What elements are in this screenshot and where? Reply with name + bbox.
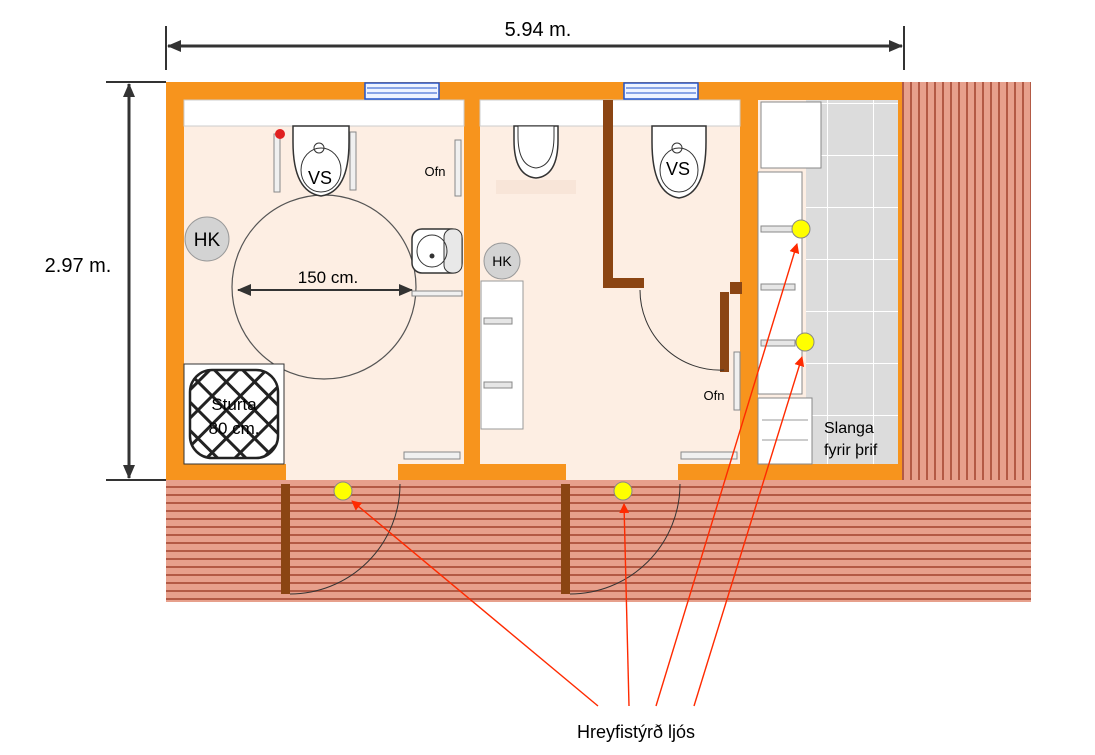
shelf-1: [760, 225, 796, 233]
deck-side: [902, 82, 1031, 480]
heater: [454, 139, 462, 197]
hk-label: HK: [194, 230, 221, 251]
deck-front: [166, 480, 1031, 602]
door-opening-1: [286, 464, 398, 480]
hk-label-2: HK: [492, 253, 512, 269]
hose-label-2: fyrir þrif: [824, 442, 878, 459]
width-label: 5.94 m.: [505, 19, 572, 41]
door-opening-2: [566, 464, 678, 480]
hk-bin-icon: [184, 216, 230, 262]
window-right: [623, 82, 699, 100]
motion-light-icon-1: [333, 481, 353, 501]
shelf-2: [760, 283, 796, 291]
arrow-light-4: [693, 356, 805, 707]
arrow-light-3: [655, 243, 800, 707]
counter-handle-2: [483, 381, 513, 389]
arrow-light-2: [619, 503, 630, 707]
counter: [480, 280, 524, 430]
urinal-icon: [513, 125, 559, 179]
toilet-icon-2: [651, 125, 707, 199]
toilet-label-2: VS: [666, 159, 690, 179]
heater-label: Ofn: [425, 164, 446, 179]
hose-label-1: Slanga: [824, 420, 874, 437]
sink-grab-bar: [411, 290, 463, 297]
door-left-swing: [289, 483, 401, 595]
shower-label-2: 80 cm.: [208, 419, 259, 438]
grab-bar: [273, 133, 281, 193]
heater-label-2: Ofn: [704, 388, 725, 403]
turning-circle-label: 150 cm.: [298, 268, 358, 287]
inner-door-swing: [639, 289, 725, 371]
toilet-label: VS: [308, 168, 332, 188]
motion-light-icon-4: [795, 332, 815, 352]
bench-left: [403, 451, 461, 460]
heater-2: [733, 351, 741, 411]
toilet-icon: [292, 125, 350, 197]
grab-bar-2: [349, 131, 357, 191]
motion-light-icon-3: [791, 219, 811, 239]
window-left: [364, 82, 440, 100]
motion-lights-label: Hreyfistýrð ljós: [577, 722, 695, 742]
shower-label-1: Sturta: [211, 395, 257, 414]
wall-strip-1: [183, 99, 465, 127]
bench-middle: [680, 451, 738, 460]
utility-shelf-unit: [757, 171, 803, 395]
partition-stub: [730, 282, 742, 294]
mirror-shadow: [496, 180, 576, 194]
motion-light-icon-2: [613, 481, 633, 501]
sink-icon: [411, 228, 463, 274]
partition-wall: [603, 100, 644, 288]
height-label: 2.97 m.: [45, 255, 112, 277]
arrow-light-1: [351, 500, 599, 707]
inner-door: [720, 292, 729, 372]
door-middle-swing: [569, 483, 681, 595]
hose-rack: [757, 397, 813, 465]
alarm-dot: [275, 129, 285, 139]
counter-handle-1: [483, 317, 513, 325]
shelf-3: [760, 339, 796, 347]
door-left: [281, 484, 290, 594]
door-middle: [561, 484, 570, 594]
utility-sink: [760, 101, 822, 169]
shower: [183, 363, 285, 465]
hk-bin-icon-2: [483, 242, 521, 280]
